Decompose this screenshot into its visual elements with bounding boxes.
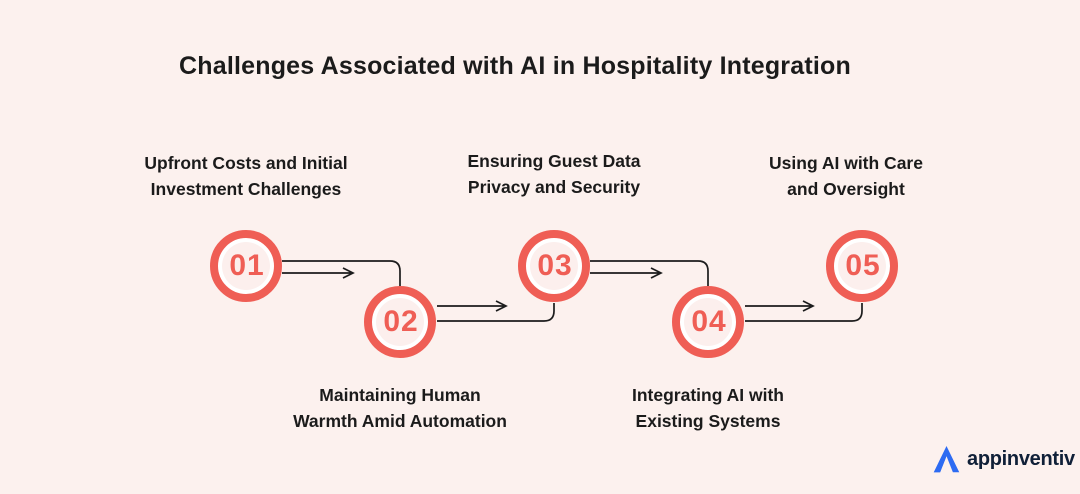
step-label-02: Maintaining Human Warmth Amid Automation	[293, 385, 507, 431]
connector-02-03	[437, 303, 555, 322]
step-number-03: 03	[537, 249, 573, 282]
step-label-01: Upfront Costs and Initial Investment Cha…	[144, 153, 348, 199]
step-number-04: 04	[691, 305, 727, 338]
brand-name: appinventiv	[967, 448, 1075, 470]
step-number-01: 01	[229, 249, 265, 282]
step-label-05: Using AI with Care and Oversight	[769, 153, 923, 199]
connector-03-04	[590, 260, 709, 286]
step-number-05: 05	[845, 249, 881, 282]
step-node-05: 05	[826, 230, 898, 302]
step-label-04: Integrating AI with Existing Systems	[632, 385, 784, 431]
step-label-03: Ensuring Guest Data Privacy and Security	[467, 151, 641, 197]
appinventiv-a-icon	[933, 446, 960, 473]
page-title: Challenges Associated with AI in Hospita…	[179, 52, 851, 80]
brand-logo: appinventiv	[933, 445, 1075, 474]
connector-04-05	[745, 303, 863, 322]
step-node-03: 03	[518, 230, 590, 302]
step-node-04: 04	[672, 286, 744, 358]
arrow-04	[745, 300, 815, 312]
arrow-02	[437, 300, 508, 312]
step-node-02: 02	[364, 286, 436, 358]
step-number-02: 02	[383, 305, 419, 338]
arrow-03	[590, 267, 663, 279]
arrow-01	[282, 267, 355, 279]
step-node-01: 01	[210, 230, 282, 302]
connector-01-02	[282, 260, 401, 286]
